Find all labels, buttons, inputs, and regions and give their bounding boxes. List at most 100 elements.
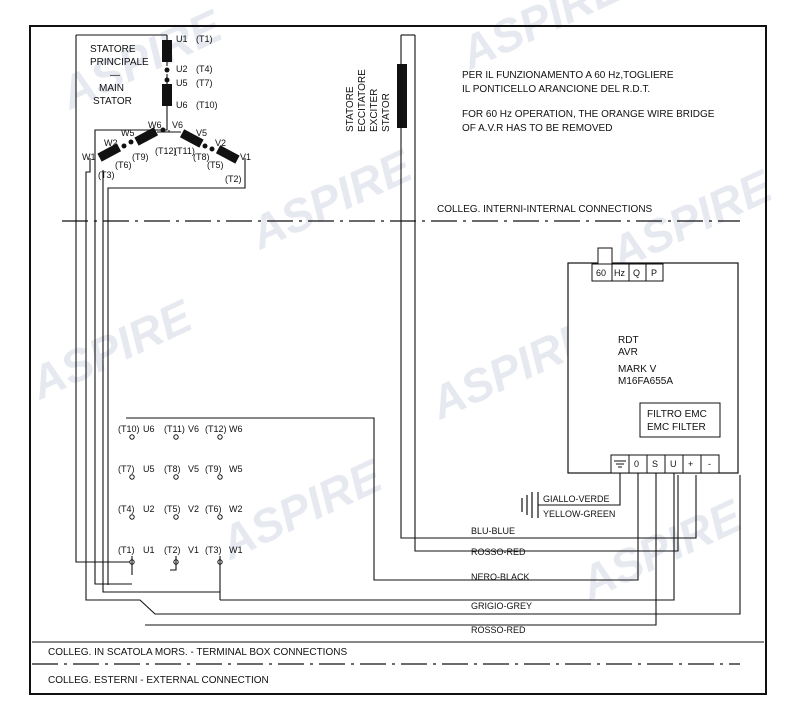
- svg-text:U5: U5: [143, 464, 155, 474]
- svg-text:-: -: [708, 459, 711, 469]
- svg-text:EXCITER: EXCITER: [369, 89, 380, 132]
- svg-text:V1: V1: [240, 152, 251, 162]
- svg-text:Hz: Hz: [614, 268, 625, 278]
- svg-text:W1: W1: [82, 152, 96, 162]
- terminal-row-2: (T7) U5 (T8) V5 (T9) W5: [118, 464, 243, 474]
- avr-unit: 60 Hz Q P RDT AVR MARK V M16FA655A FILTR…: [567, 247, 739, 474]
- svg-text:V5: V5: [196, 128, 207, 138]
- svg-text:OF A.V.R HAS TO BE REMOVED: OF A.V.R HAS TO BE REMOVED: [462, 123, 612, 134]
- svg-text:V1: V1: [188, 545, 199, 555]
- svg-text:S: S: [652, 459, 658, 469]
- coil-w-left: [97, 127, 159, 162]
- svg-text:V2: V2: [215, 138, 226, 148]
- svg-text:FILTRO EMC: FILTRO EMC: [647, 409, 707, 420]
- svg-text:W2: W2: [104, 138, 118, 148]
- svg-text:ASPIRE: ASPIRE: [21, 289, 200, 409]
- svg-text:ROSSO-RED: ROSSO-RED: [471, 547, 526, 557]
- external-connection-label: COLLEG. ESTERNI - EXTERNAL CONNECTION: [48, 675, 269, 686]
- svg-text:W5: W5: [121, 128, 135, 138]
- avr-bottom-terminals: 0 S U + -: [610, 454, 720, 474]
- svg-text:P: P: [651, 268, 657, 278]
- internal-connections-label: COLLEG. INTERNI-INTERNAL CONNECTIONS: [437, 204, 653, 215]
- svg-text:MAIN: MAIN: [99, 83, 124, 94]
- svg-text:Q: Q: [633, 268, 640, 278]
- svg-text:U2: U2: [176, 64, 188, 74]
- svg-text:(T4): (T4): [118, 504, 135, 514]
- terminal-row-3: (T4) U2 (T5) V2 (T6) W2: [118, 504, 243, 514]
- svg-text:(T3): (T3): [205, 545, 222, 555]
- svg-text:AVR: AVR: [618, 347, 638, 358]
- svg-text:U5: U5: [176, 78, 188, 88]
- svg-text:(T11): (T11): [164, 424, 185, 434]
- svg-text:—: —: [110, 70, 120, 81]
- terminal-row-1: (T10) U6 (T11) V6 (T12) W6: [118, 424, 243, 434]
- svg-text:U1: U1: [176, 34, 188, 44]
- svg-text:0: 0: [634, 459, 639, 469]
- svg-text:PRINCIPALE: PRINCIPALE: [90, 57, 149, 68]
- svg-text:W6: W6: [229, 424, 243, 434]
- svg-text:EMC FILTER: EMC FILTER: [647, 422, 706, 433]
- svg-text:STATOR: STATOR: [93, 96, 132, 107]
- diagram-frame: [29, 25, 767, 695]
- svg-text:(T10): (T10): [118, 424, 140, 434]
- svg-text:(T2): (T2): [225, 174, 242, 184]
- svg-text:U1: U1: [143, 545, 155, 555]
- svg-text:(T11): (T11): [174, 146, 195, 156]
- svg-text:ASPIRE: ASPIRE: [241, 139, 420, 259]
- svg-text:(T5): (T5): [164, 504, 181, 514]
- main-stator: STATORE PRINCIPALE — MAIN STATOR U1 (T1)…: [75, 34, 741, 615]
- svg-text:(T2): (T2): [164, 545, 181, 555]
- svg-text:GIALLO-VERDE: GIALLO-VERDE: [543, 494, 610, 504]
- svg-text:U: U: [670, 459, 677, 469]
- svg-text:STATORE: STATORE: [90, 44, 136, 55]
- svg-text:W2: W2: [229, 504, 243, 514]
- svg-text:(T8): (T8): [164, 464, 181, 474]
- svg-text:(T1): (T1): [196, 34, 213, 44]
- svg-text:GRIGIO-GREY: GRIGIO-GREY: [471, 601, 532, 611]
- svg-text:W5: W5: [229, 464, 243, 474]
- svg-text:PER IL FUNZIONAMENTO A 60 Hz,T: PER IL FUNZIONAMENTO A 60 Hz,TOGLIERE: [462, 70, 674, 81]
- svg-text:RDT: RDT: [618, 335, 639, 346]
- svg-text:ROSSO-RED: ROSSO-RED: [471, 625, 526, 635]
- svg-text:IL PONTICELLO ARANCIONE DEL R.: IL PONTICELLO ARANCIONE DEL R.D.T.: [462, 84, 650, 95]
- svg-text:V2: V2: [188, 504, 199, 514]
- svg-text:M16FA655A: M16FA655A: [618, 376, 673, 387]
- avr-wires: GIALLO-VERDE YELLOW-GREEN BLU-BLUE ROSSO…: [126, 417, 675, 635]
- svg-text:(T6): (T6): [205, 504, 222, 514]
- svg-text:ASPIRE: ASPIRE: [451, 0, 630, 79]
- svg-text:STATOR: STATOR: [381, 93, 392, 132]
- svg-text:+: +: [688, 459, 693, 469]
- svg-text:U2: U2: [143, 504, 155, 514]
- exciter-stator: STATORE ECCITATORE EXCITER STATOR: [345, 34, 697, 552]
- svg-text:ASPIRE: ASPIRE: [571, 489, 750, 609]
- avr-top-terminals: 60 Hz Q P: [591, 263, 664, 282]
- coil-u1-u2: [162, 40, 172, 62]
- svg-text:U6: U6: [176, 100, 188, 110]
- svg-text:(T9): (T9): [132, 152, 149, 162]
- svg-text:U6: U6: [143, 424, 155, 434]
- svg-text:ECCITATORE: ECCITATORE: [357, 69, 368, 132]
- svg-text:BLU-BLUE: BLU-BLUE: [471, 526, 515, 536]
- svg-text:(T6): (T6): [115, 160, 132, 170]
- exciter-coil: [397, 64, 407, 128]
- svg-text:W6: W6: [148, 120, 162, 130]
- svg-text:V5: V5: [188, 464, 199, 474]
- svg-text:ASPIRE: ASPIRE: [601, 159, 780, 279]
- svg-text:(T3): (T3): [98, 170, 115, 180]
- svg-text:W1: W1: [229, 545, 243, 555]
- svg-text:60: 60: [596, 268, 606, 278]
- svg-text:(T12): (T12): [155, 146, 177, 156]
- svg-text:FOR 60 Hz OPERATION, THE ORANG: FOR 60 Hz OPERATION, THE ORANGE WIRE BRI…: [462, 109, 715, 120]
- svg-text:YELLOW-GREEN: YELLOW-GREEN: [543, 509, 615, 519]
- svg-text:(T4): (T4): [196, 64, 213, 74]
- svg-text:(T5): (T5): [207, 160, 224, 170]
- frequency-note: PER IL FUNZIONAMENTO A 60 Hz,TOGLIERE IL…: [462, 70, 715, 134]
- coil-v-right: [179, 129, 240, 164]
- coil-u5-u6: [162, 84, 172, 106]
- svg-text:STATORE: STATORE: [345, 86, 356, 132]
- svg-text:V6: V6: [188, 424, 199, 434]
- svg-text:(T7): (T7): [118, 464, 135, 474]
- svg-text:V6: V6: [172, 120, 183, 130]
